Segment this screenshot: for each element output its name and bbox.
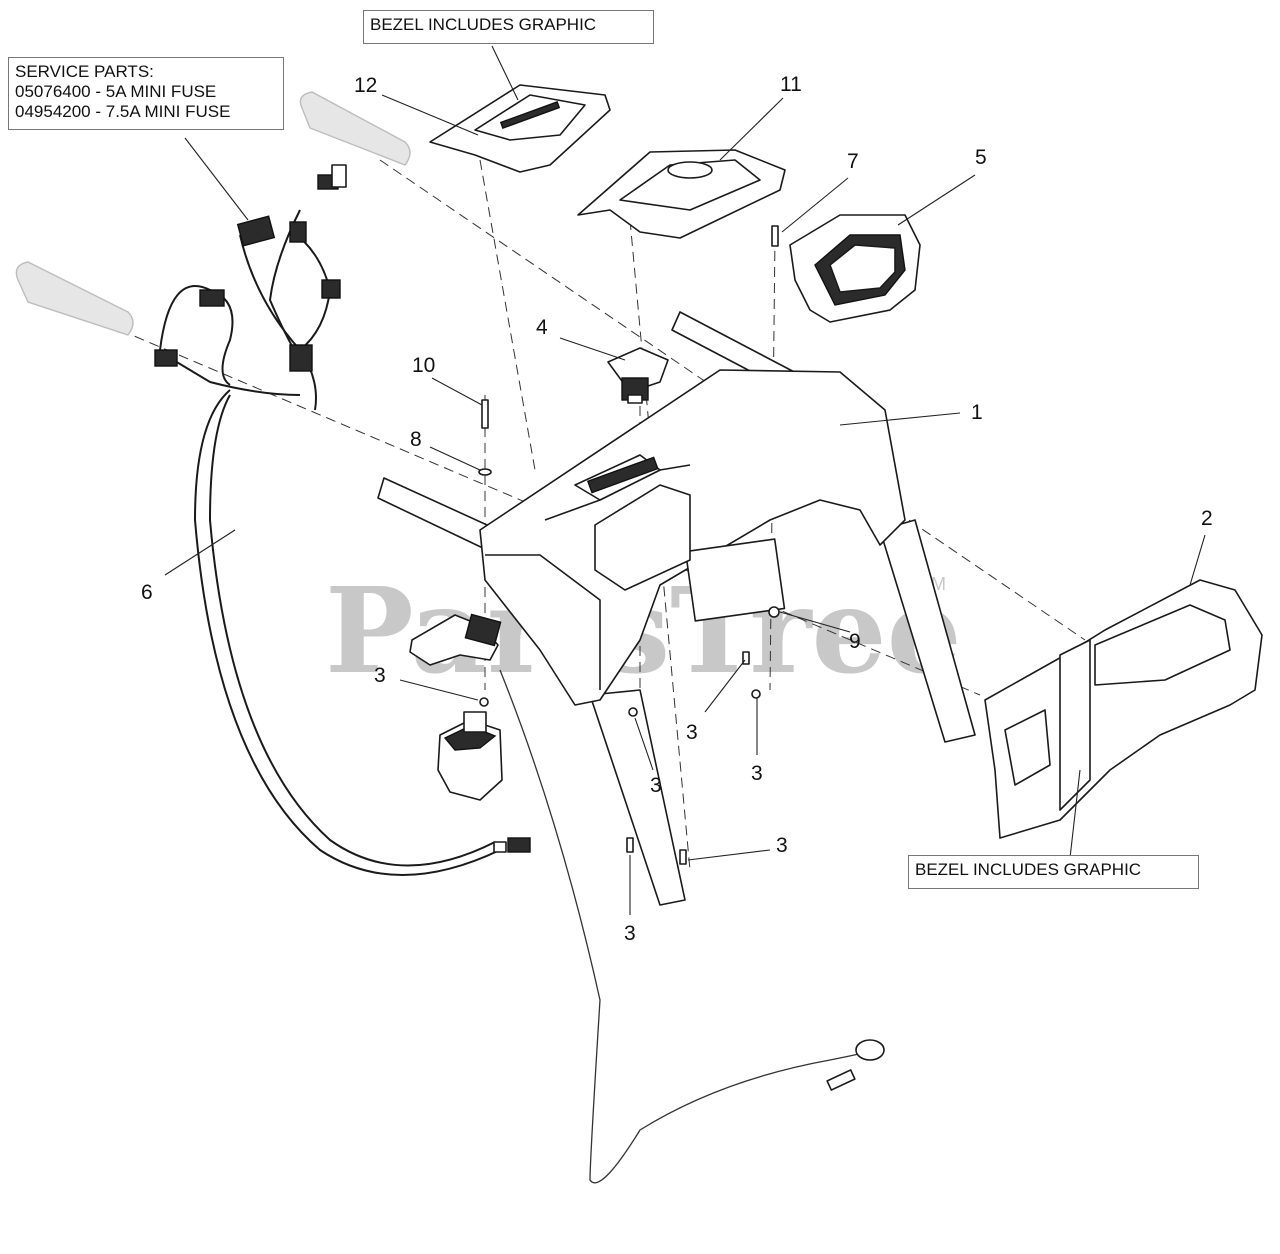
callout-3-b: 3 xyxy=(686,721,698,744)
callout-8: 8 xyxy=(410,428,422,451)
callout-10: 10 xyxy=(412,354,435,377)
control-lever xyxy=(409,613,502,666)
display-bezel-5 xyxy=(789,214,921,323)
wiring-harness xyxy=(154,164,885,1184)
bezel-11 xyxy=(577,149,786,239)
switch-4 xyxy=(607,347,669,404)
callout-5: 5 xyxy=(975,146,987,169)
callout-labels: 12 11 7 5 4 10 8 1 6 2 9 3 3 3 3 3 3 3 xyxy=(141,73,1213,945)
service-part-1: 05076400 - 5A MINI FUSE xyxy=(15,82,217,101)
service-parts-title: SERVICE PARTS: xyxy=(15,62,154,81)
console-housing xyxy=(479,369,906,706)
grip-upper xyxy=(299,91,411,166)
callout-3-d: 3 xyxy=(751,762,763,785)
leader-lines xyxy=(164,45,1206,915)
handlebar-tubes xyxy=(377,311,976,906)
note-bezel-top: BEZEL INCLUDES GRAPHIC xyxy=(363,10,654,44)
callout-3-c: 3 xyxy=(650,774,662,797)
callout-7: 7 xyxy=(847,150,859,173)
service-part-2: 04954200 - 7.5A MINI FUSE xyxy=(15,102,231,121)
side-bezel-2 xyxy=(984,579,1263,839)
callout-3-e: 3 xyxy=(776,834,788,857)
bezel-12 xyxy=(429,84,611,173)
control-module xyxy=(437,711,531,853)
callout-6: 6 xyxy=(141,581,153,604)
callout-3-a: 3 xyxy=(374,664,386,687)
callout-9: 9 xyxy=(849,630,861,653)
pin-10 xyxy=(481,399,489,429)
callout-1: 1 xyxy=(971,401,983,424)
callout-4: 4 xyxy=(536,316,548,339)
grip-lower xyxy=(15,261,134,336)
note-bezel-bottom: BEZEL INCLUDES GRAPHIC xyxy=(908,855,1199,889)
clip-8 xyxy=(478,468,492,476)
callout-3-f: 3 xyxy=(624,922,636,945)
pin-7 xyxy=(771,225,779,247)
callout-2: 2 xyxy=(1201,507,1213,530)
callout-12: 12 xyxy=(354,74,377,97)
fasteners xyxy=(479,606,780,865)
callout-11: 11 xyxy=(780,73,802,96)
